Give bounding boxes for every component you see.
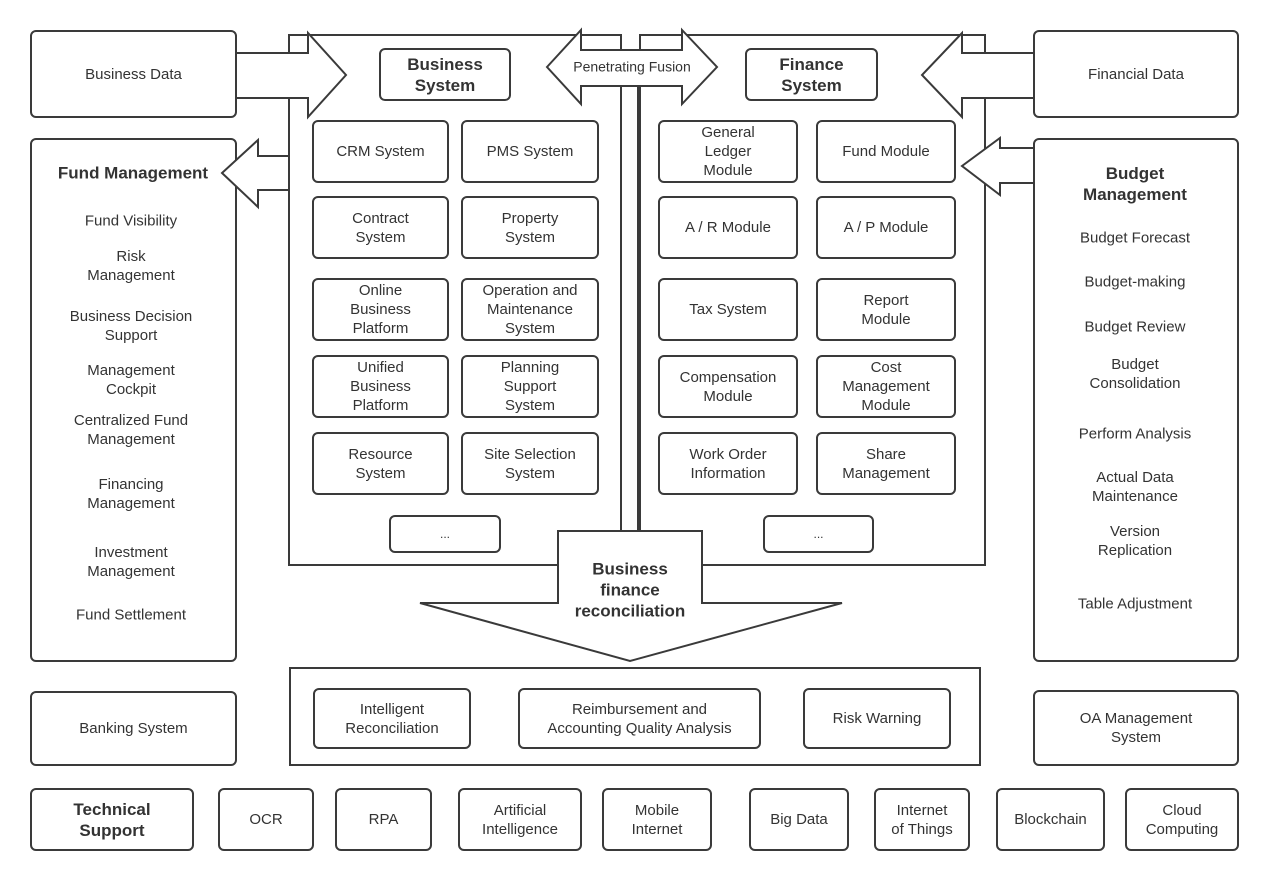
oa-management-system: OA Management System — [1033, 690, 1239, 766]
budget-item: Perform Analysis — [1078, 425, 1192, 443]
budget-item: Budget Forecast — [1079, 229, 1191, 247]
unified-business-platform: Unified Business Platform — [312, 355, 449, 418]
crm-system: CRM System — [312, 120, 449, 183]
fund-item: Investment Management — [87, 544, 175, 580]
finance-more: ... — [763, 515, 874, 553]
penetrating-fusion-arrow — [545, 27, 719, 107]
budget-item: Table Adjustment — [1077, 595, 1193, 613]
tech-mobile-internet: Mobile Internet — [602, 788, 712, 851]
budget-management-panel — [1033, 138, 1239, 662]
online-business-platform: Online Business Platform — [312, 278, 449, 341]
fund-item: Centralized Fund Management — [73, 412, 189, 448]
penetrating-fusion-label: Penetrating Fusion — [573, 58, 691, 75]
tech-rpa: RPA — [335, 788, 432, 851]
fund-item: Management Cockpit — [87, 362, 175, 398]
fund-module: Fund Module — [816, 120, 956, 183]
tech-cloud-computing: Cloud Computing — [1125, 788, 1239, 851]
fund-item: Fund Settlement — [75, 606, 187, 624]
business-system-title: Business System — [379, 48, 511, 101]
tech-ai: Artificial Intelligence — [458, 788, 582, 851]
operation-maintenance-system: Operation and Maintenance System — [461, 278, 599, 341]
reconciliation-label: Business finance reconciliation — [574, 559, 686, 621]
reimbursement-quality-analysis: Reimbursement and Accounting Quality Ana… — [518, 688, 761, 749]
share-management: Share Management — [816, 432, 956, 495]
ap-module: A / P Module — [816, 196, 956, 259]
cost-management-module: Cost Management Module — [816, 355, 956, 418]
ar-module: A / R Module — [658, 196, 798, 259]
planning-support-system: Planning Support System — [461, 355, 599, 418]
resource-system: Resource System — [312, 432, 449, 495]
fund-management-title: Fund Management — [57, 163, 209, 183]
banking-system: Banking System — [30, 691, 237, 766]
finance-system-frame — [639, 34, 986, 566]
fund-item: Business Decision Support — [69, 308, 193, 344]
site-selection-system: Site Selection System — [461, 432, 599, 495]
business-more: ... — [389, 515, 501, 553]
budget-item: Budget Consolidation — [1089, 356, 1181, 392]
reconciliation-frame — [289, 667, 981, 766]
general-ledger-module: General Ledger Module — [658, 120, 798, 183]
budget-item: Actual Data Maintenance — [1092, 469, 1178, 505]
tech-iot: Internet of Things — [874, 788, 970, 851]
budget-item: Budget-making — [1084, 273, 1186, 291]
reconciliation-arrow — [419, 530, 843, 663]
fund-item: Financing Management — [87, 476, 175, 512]
report-module: Report Module — [816, 278, 956, 341]
business-data-arrow — [237, 30, 348, 120]
compensation-module: Compensation Module — [658, 355, 798, 418]
budget-management-arrow — [960, 136, 1033, 198]
risk-warning: Risk Warning — [803, 688, 951, 749]
property-system: Property System — [461, 196, 599, 259]
finance-system-title: Finance System — [745, 48, 878, 101]
fund-management-arrow — [220, 137, 288, 210]
tech-blockchain: Blockchain — [996, 788, 1105, 851]
tech-ocr: OCR — [218, 788, 314, 851]
technical-support-title: Technical Support — [30, 788, 194, 851]
budget-item: Budget Review — [1084, 318, 1186, 336]
business-data-box: Business Data — [30, 30, 237, 118]
tax-system: Tax System — [658, 278, 798, 341]
fund-item: Fund Visibility — [84, 212, 178, 230]
financial-data-box: Financial Data — [1033, 30, 1239, 118]
fund-management-panel — [30, 138, 237, 662]
pms-system: PMS System — [461, 120, 599, 183]
budget-management-title: Budget Management — [1083, 164, 1187, 204]
work-order-information: Work Order Information — [658, 432, 798, 495]
contract-system: Contract System — [312, 196, 449, 259]
financial-data-arrow — [920, 30, 1033, 120]
tech-big-data: Big Data — [749, 788, 849, 851]
intelligent-reconciliation: Intelligent Reconciliation — [313, 688, 471, 749]
fund-item: Risk Management — [87, 248, 175, 284]
budget-item: Version Replication — [1097, 523, 1173, 559]
